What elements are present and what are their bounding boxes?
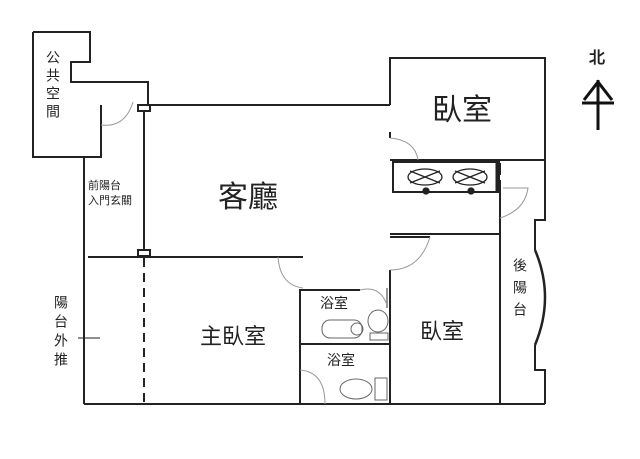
bathroom-wall	[299, 289, 360, 404]
door-bath1	[359, 288, 388, 306]
door-master	[277, 256, 304, 289]
living-room-label: 客廳	[218, 180, 278, 215]
public-space-label: 公共空間	[44, 50, 60, 122]
door-bath2	[299, 369, 326, 405]
stove-burners	[407, 168, 488, 195]
back-balcony-label: 後陽台	[511, 258, 527, 324]
north-arrow-icon	[582, 79, 614, 130]
front-balcony-line1: 前陽台	[88, 179, 121, 192]
bathroom-1-label: 浴室	[320, 296, 348, 312]
north-label: 北	[589, 48, 606, 67]
bedroom-north-label: 臥室	[432, 93, 492, 128]
stove-counter	[392, 161, 500, 193]
bedroom-north-wall	[389, 57, 546, 165]
door-bedroom-south	[389, 236, 431, 271]
public-space-wall-left	[32, 32, 102, 158]
toilet-1	[367, 309, 389, 333]
front-balcony-label: 前陽台 入門玄關	[88, 178, 132, 208]
door-entry	[100, 101, 134, 126]
public-space-wall	[33, 31, 149, 105]
balcony-push-out-label: 陽台外推	[52, 295, 68, 371]
master-bedroom-label: 主臥室	[200, 325, 267, 350]
front-balcony-line2: 入門玄關	[88, 194, 132, 207]
bathroom-2-label: 浴室	[327, 353, 355, 369]
back-balcony-window	[533, 249, 547, 346]
door-bedroom-north	[389, 137, 419, 161]
outer-wall-right	[534, 160, 546, 250]
toilet-2	[339, 378, 373, 400]
door-back-balcony	[499, 187, 529, 219]
bedroom-south-label: 臥室	[420, 320, 465, 345]
sink	[321, 319, 363, 339]
